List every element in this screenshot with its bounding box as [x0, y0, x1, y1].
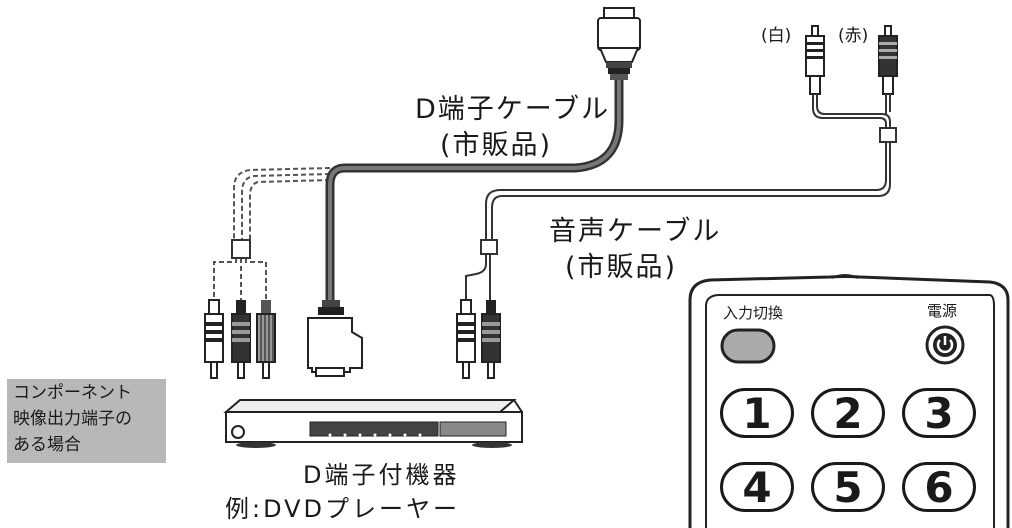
- d-cable-note: (市販品): [440, 130, 553, 161]
- cable-ferrite-left: [231, 239, 251, 259]
- audio-plug-white-bottom: [456, 299, 476, 379]
- audio-top-plugs: [805, 25, 898, 95]
- audio-cable-note: (市販品): [565, 252, 678, 283]
- red-plug-label: (赤): [838, 26, 869, 46]
- note-line-1: コンポーネント: [13, 383, 132, 403]
- key-4[interactable]: 4: [720, 462, 794, 512]
- component-rca-plugs: [204, 299, 276, 379]
- audio-plug-red-bottom: [481, 300, 501, 379]
- audio-ferrite-top: [879, 127, 897, 143]
- input-switch-button[interactable]: [720, 328, 776, 364]
- power-label: 電源: [927, 302, 958, 320]
- dvd-power-button: [231, 425, 245, 439]
- white-plug-label: (白): [761, 26, 792, 46]
- key-2[interactable]: 2: [811, 388, 885, 438]
- device-name: D端子付機器: [303, 461, 460, 489]
- component-output-note: コンポーネント 映像出力端子の ある場合: [7, 379, 166, 463]
- audio-cable-label: 音声ケーブル: [549, 216, 722, 247]
- dvd-player: [223, 399, 523, 448]
- input-switch-label: 入力切換: [723, 304, 784, 322]
- d-cable-top-connector: [597, 7, 641, 80]
- audio-plug-red-top: [878, 25, 898, 95]
- audio-ferrite-bottom: [480, 239, 498, 255]
- component-cable-dashed: [213, 167, 331, 300]
- rca-plug-2: [231, 300, 251, 379]
- rca-plug-1: [204, 299, 224, 379]
- device-example: 例:DVDプレーヤー: [225, 495, 461, 523]
- key-5[interactable]: 5: [811, 462, 885, 512]
- d-cable-line: [325, 80, 624, 300]
- audio-bottom-plugs: [456, 299, 501, 379]
- key-6[interactable]: 6: [902, 462, 976, 512]
- d-cable-bottom-connector: [307, 300, 363, 377]
- d-cable-label: D端子ケーブル: [415, 94, 611, 125]
- key-1[interactable]: 1: [720, 388, 794, 438]
- rca-plug-3: [256, 300, 276, 379]
- note-line-2: 映像出力端子の: [13, 409, 132, 429]
- key-3[interactable]: 3: [902, 388, 976, 438]
- audio-plug-white-top: [805, 25, 825, 95]
- audio-cable-line: [465, 94, 891, 300]
- note-line-3: ある場合: [13, 435, 81, 455]
- power-icon: [936, 339, 954, 354]
